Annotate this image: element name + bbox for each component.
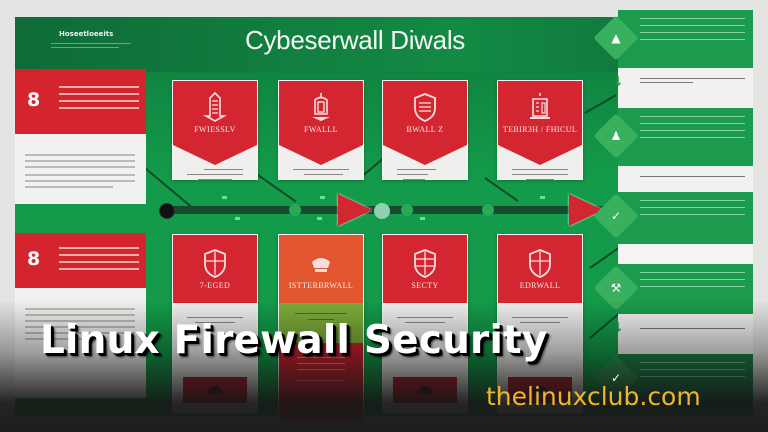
timeline-node xyxy=(401,204,413,216)
timeline-node xyxy=(374,203,390,219)
card-label: EDRWALL xyxy=(519,281,561,290)
card-label: FWIESSLV xyxy=(194,125,236,134)
timeline-start-node xyxy=(159,203,175,219)
tower-icon xyxy=(312,93,330,121)
wrench-icon: ⚒ xyxy=(610,281,622,295)
building-icon xyxy=(202,92,228,122)
timeline-node xyxy=(482,204,494,216)
step-green: ▲ xyxy=(593,10,753,68)
top-card-4: TEBIR3H / FHICUL xyxy=(497,80,583,180)
step-number: 8 xyxy=(27,89,41,111)
card-label: 7-EGED xyxy=(199,281,231,290)
bottom-shade xyxy=(0,300,768,432)
connector-line xyxy=(584,94,617,114)
top-card-2: FWALLL xyxy=(278,80,364,180)
network-icon: ▲ xyxy=(611,31,621,45)
step-white: ↓ xyxy=(612,68,753,108)
down-arrow-icon: ↓ xyxy=(612,74,624,90)
check-icon: ✓ xyxy=(610,371,622,385)
connector-line xyxy=(484,177,519,202)
step-green: ♟ xyxy=(593,108,753,166)
timeline-arrow-icon xyxy=(338,194,372,226)
timeline-node xyxy=(289,204,301,216)
headline: Linux Firewall Security xyxy=(40,318,548,363)
left-panel-header: 8 xyxy=(15,69,146,134)
card-label: ISTTERBRWALL xyxy=(288,281,354,290)
crown-icon xyxy=(312,252,330,272)
users-icon: ♟ xyxy=(610,129,622,143)
mini-header: Hoseetloeeits xyxy=(59,30,114,38)
shield-icon xyxy=(204,249,226,278)
top-card-1: FWIESSLV xyxy=(172,80,258,180)
check-icon: ✓ xyxy=(610,209,622,223)
top-card-3: BWALL Z xyxy=(382,80,468,180)
left-panel-1: 8 xyxy=(15,69,146,204)
shield-icon xyxy=(529,249,551,278)
card-label: BWALL Z xyxy=(406,125,444,134)
site-url: thelinuxclub.com xyxy=(486,382,701,411)
card-label: SECTY xyxy=(411,281,439,290)
card-label: TEBIR3H / FHICUL xyxy=(502,125,578,134)
shield-icon xyxy=(414,93,436,122)
building-icon xyxy=(530,93,550,119)
step-number: 8 xyxy=(27,248,41,270)
infographic-title: Cybeserwall Diwals xyxy=(245,25,465,55)
shield-icon xyxy=(414,249,436,278)
left-panel-header: 8 xyxy=(15,233,146,288)
left-panel-body xyxy=(15,134,146,204)
mini-header-lines xyxy=(51,43,131,51)
card-label: FWALLL xyxy=(304,125,338,134)
step-white xyxy=(618,166,753,192)
step-green: ✓ xyxy=(593,192,753,244)
